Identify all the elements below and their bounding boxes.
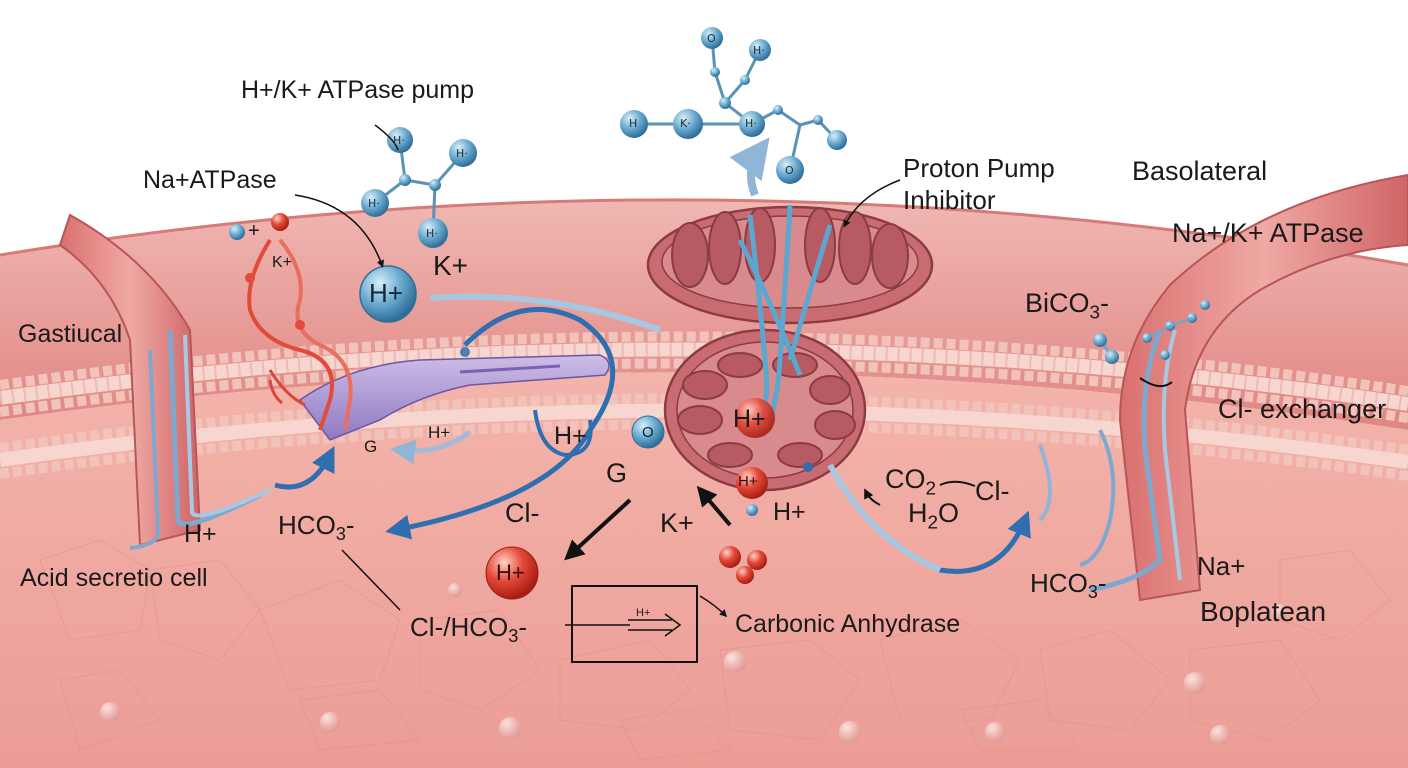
top-atom-2: H· [753,44,765,57]
top-atom-6: O [785,164,794,177]
hco3-left-label: HCO3- [278,510,355,545]
right-vessel [1079,173,1408,602]
h-center-label: H+ [733,405,766,433]
left-molecule-atoms [361,127,477,248]
o-blue-ion [631,415,665,449]
h-ion-big [359,265,417,323]
h-small-label: H+ [428,423,451,442]
h-red-mito [735,398,775,438]
co2-text: CO2 [885,464,937,500]
na-atpase-channel [229,213,353,431]
boplatean-label: Boplatean [1200,596,1327,627]
g-big-label: G [606,458,628,488]
proton-pump-threads [737,204,833,422]
bico3-molecule [1093,333,1119,364]
flow-arrows [274,293,1052,574]
o-blue-label: O [642,424,654,441]
mitochondrion-upper [646,205,934,325]
h-mid-label: H+ [554,422,587,450]
left-vessel [58,213,271,550]
left-atom-3: H· [368,197,380,210]
left-atom-2: H· [456,147,468,160]
cl-right-label: Cl- [975,476,1010,506]
top-atom-4: K· [680,117,691,130]
plus-sign: + [248,220,260,242]
left-atom-4: H· [426,227,438,240]
top-atom-5: H· [745,117,757,130]
h-red-large [485,546,539,600]
top-atom-3: H [629,117,638,130]
g-small-label: G [364,437,378,456]
gastiucal-label: Gastiucal [18,320,123,348]
h-red-ball-label: H+ [738,473,758,490]
inhibitor-label: Inhibitor [903,185,996,215]
cl-exchanger-label: Cl- exchanger [1218,394,1387,424]
carbonic-label: Carbonic Anhydrase [735,610,961,638]
h-ion-big-label: H+ [369,278,403,308]
top-atom-1: O [707,32,716,45]
na-atpase-label: Na+ATPase [143,166,277,194]
vesicles [100,583,1288,745]
acid-cell-label: Acid secretio cell [20,564,208,592]
black-arrows [564,485,732,561]
proton-pump-label: Proton Pump [903,153,1055,183]
h2o-label: H2O [908,498,960,534]
k-mid-label: K+ [660,508,694,538]
cl-mid-label: Cl- [505,498,540,528]
h-red-small [736,467,768,499]
h-red-big-label: H+ [496,560,525,585]
hco3-right-label: HCO3- [1030,568,1107,603]
k-small-label: K+ [272,254,293,271]
h-left-label: H+ [184,520,217,548]
left-atom-1: H· [393,134,405,147]
na-right-label: Na+ [1197,551,1246,581]
co2-label: CO2 [885,466,936,499]
hk-pump-label: H+/K+ ATPase pump [241,76,474,104]
basolateral-label: Basolateral [1132,156,1268,186]
cytoplasm [0,372,1408,768]
cl-hco3-label: Cl-/HCO3- [410,612,528,647]
na-k-atpase-label: Na+/K+ ATPase [1172,218,1364,248]
h-under-label: H+ [773,498,806,526]
purple-transporter [298,347,610,441]
k-big-label: K+ [433,250,469,281]
leader-lines [294,124,901,618]
bico3-label: BiCO3- [1025,288,1110,324]
exchanger-box [571,585,698,663]
red-cluster [719,546,767,584]
top-molecule-atoms [620,27,847,184]
box-h-label: H+ [636,607,651,619]
